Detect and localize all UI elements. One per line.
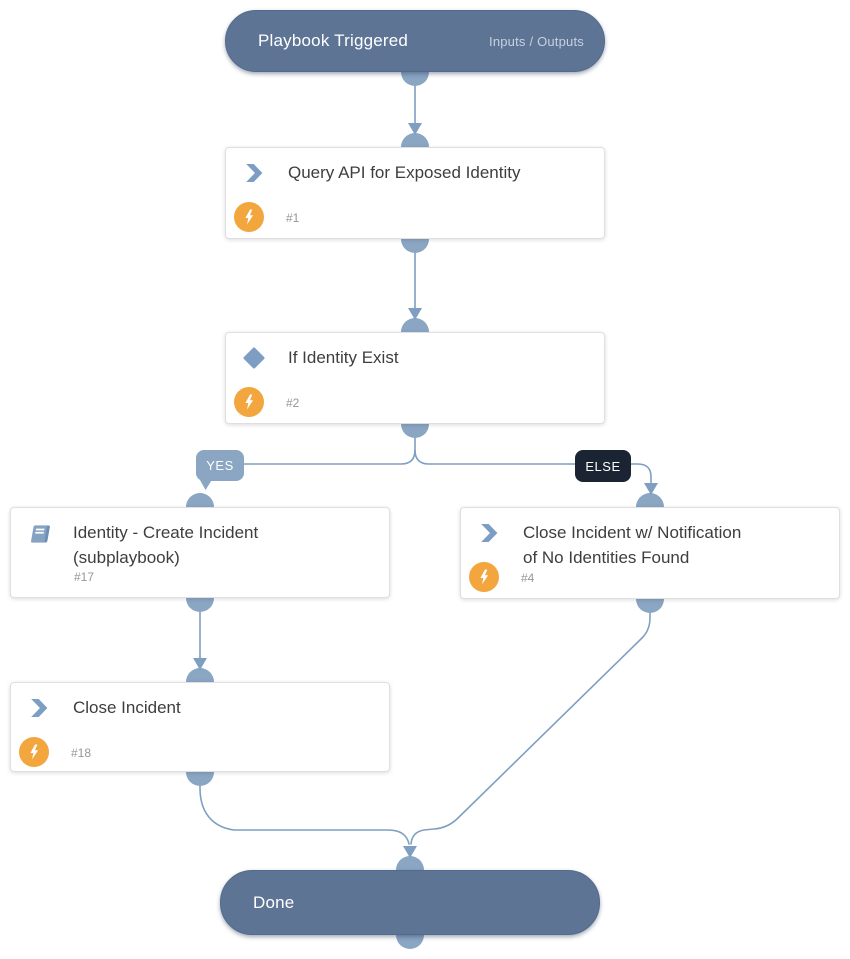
connector-split-right: [414, 449, 576, 465]
task-card-query-api[interactable]: Query API for Exposed Identity #1: [225, 147, 605, 239]
playbook-book-icon: [27, 521, 51, 545]
branch-label-yes: YES: [196, 450, 244, 481]
condition-diamond-icon: [242, 346, 266, 370]
task-title-line2: of No Identities Found: [523, 548, 690, 567]
end-node-label: Done: [253, 892, 295, 912]
task-title-line1: Close Incident w/ Notification: [523, 523, 742, 542]
connector-split-left: [243, 423, 416, 465]
start-node-label: Playbook Triggered: [258, 31, 409, 50]
task-title: Close Incident w/ Notification of No Ide…: [523, 520, 823, 570]
automation-bolt-icon: [234, 387, 264, 417]
task-card-if-identity-exist[interactable]: If Identity Exist #2: [225, 332, 605, 424]
branch-label-yes-text: YES: [206, 458, 234, 473]
inputs-outputs-link[interactable]: Inputs / Outputs: [489, 33, 584, 49]
task-card-close-incident[interactable]: Close Incident #18: [10, 682, 390, 772]
task-title-line2: (subplaybook): [73, 548, 180, 567]
connector-task18-to-done: [199, 771, 410, 845]
arrowhead-icon: [644, 483, 658, 495]
task-number: #1: [286, 211, 300, 225]
arrowhead-icon: [408, 123, 422, 135]
task-number: #18: [71, 746, 92, 760]
task-card-close-incident-notification[interactable]: Close Incident w/ Notification of No Ide…: [460, 507, 840, 599]
task-number: #2: [286, 396, 300, 410]
automation-bolt-icon: [19, 737, 49, 767]
arrowhead-icon: [193, 658, 207, 670]
task-title: Close Incident: [73, 698, 181, 717]
task-title: If Identity Exist: [288, 348, 399, 367]
connector-else-to-task4: [630, 463, 652, 484]
branch-label-else-text: ELSE: [585, 458, 621, 474]
task-card-identity-create-incident[interactable]: Identity - Create Incident (subplaybook)…: [10, 507, 390, 598]
arrowhead-icon: [408, 308, 422, 320]
chevron-right-icon: [242, 161, 266, 185]
end-node-done[interactable]: Done: [220, 870, 600, 935]
task-number: #4: [521, 571, 535, 585]
branch-label-else: ELSE: [575, 450, 631, 482]
arrowhead-icon: [403, 846, 417, 858]
task-title-line1: Identity - Create Incident: [73, 523, 259, 542]
task-number: #17: [74, 570, 95, 584]
automation-bolt-icon: [234, 202, 264, 232]
start-node-playbook-triggered[interactable]: Playbook Triggered Inputs / Outputs: [225, 10, 605, 72]
chevron-right-icon: [477, 521, 501, 545]
chevron-right-icon: [27, 696, 51, 720]
task-title: Query API for Exposed Identity: [288, 163, 521, 182]
automation-bolt-icon: [469, 562, 499, 592]
task-title: Identity - Create Incident (subplaybook): [73, 520, 373, 570]
connector-task4-to-done: [410, 598, 651, 845]
